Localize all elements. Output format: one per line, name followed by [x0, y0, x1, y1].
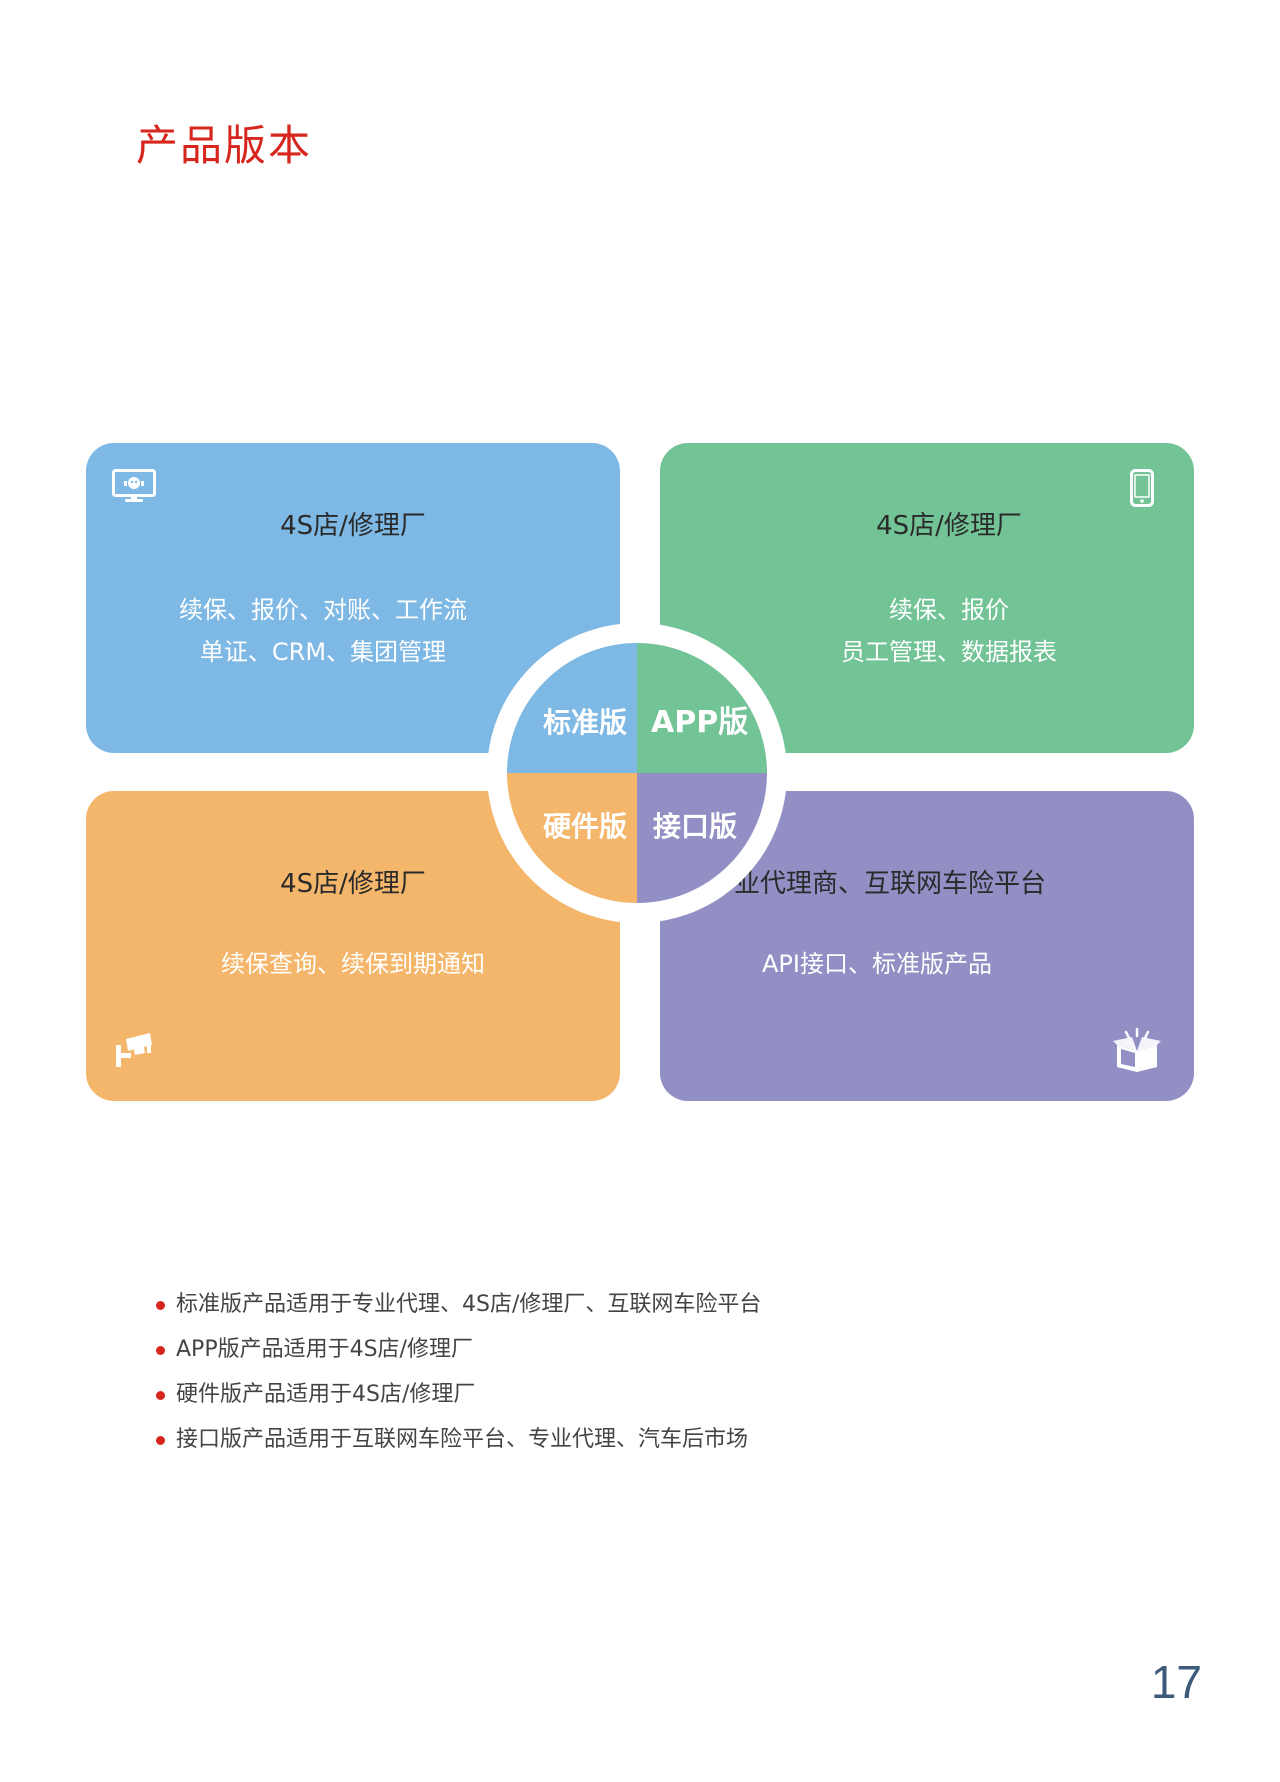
card-heading: 专业代理商、互联网车险平台	[707, 869, 1046, 899]
list-item-text: 硬件版产品适用于4S店/修理厂	[176, 1382, 476, 1407]
bullet-dot	[156, 1346, 165, 1355]
list-item-text: 接口版产品适用于互联网车险平台、专业代理、汽车后市场	[176, 1427, 749, 1452]
card-desc-line: 续保、报价、对账、工作流	[179, 596, 467, 624]
card-standard: 4S店/修理厂 续保、报价、对账、工作流 单证、CRM、集团管理	[86, 443, 620, 753]
monitor-icon	[112, 469, 156, 503]
card-desc-line: 单证、CRM、集团管理	[199, 638, 447, 666]
list-item: APP版产品适用于4S店/修理厂	[156, 1335, 761, 1380]
page-number: 17	[1150, 1656, 1202, 1708]
bullet-dot	[156, 1436, 165, 1445]
list-item: 硬件版产品适用于4S店/修理厂	[156, 1380, 761, 1425]
phone-icon	[1130, 469, 1154, 507]
card-description: API接口、标准版产品	[610, 943, 1144, 985]
card-description: 续保、报价 员工管理、数据报表	[682, 589, 1216, 673]
list-item: 接口版产品适用于互联网车险平台、专业代理、汽车后市场	[156, 1425, 761, 1470]
page-title: 产品版本	[136, 121, 313, 170]
card-description: 续保、报价、对账、工作流 单证、CRM、集团管理	[56, 589, 590, 673]
card-heading: 4S店/修理厂	[876, 511, 1022, 541]
list-item-text: APP版产品适用于4S店/修理厂	[176, 1337, 473, 1362]
list-item: 标准版产品适用于专业代理、4S店/修理厂、互联网车险平台	[156, 1290, 761, 1335]
box-icon	[1112, 1027, 1162, 1073]
card-heading: 4S店/修理厂	[280, 511, 426, 541]
camera-icon	[114, 1031, 154, 1071]
card-description: 续保查询、续保到期通知	[86, 943, 620, 985]
bullet-dot	[156, 1391, 165, 1400]
bullet-list: 标准版产品适用于专业代理、4S店/修理厂、互联网车险平台 APP版产品适用于4S…	[156, 1290, 761, 1470]
center-label-interface: 接口版	[637, 773, 767, 903]
list-item-text: 标准版产品适用于专业代理、4S店/修理厂、互联网车险平台	[176, 1292, 762, 1317]
card-desc-line: 员工管理、数据报表	[841, 638, 1057, 666]
card-desc-line: 续保查询、续保到期通知	[221, 950, 485, 978]
card-desc-line: 续保、报价	[889, 596, 1009, 624]
bullet-dot	[156, 1301, 165, 1310]
card-heading: 4S店/修理厂	[280, 869, 426, 899]
card-desc-line: API接口、标准版产品	[762, 950, 992, 978]
